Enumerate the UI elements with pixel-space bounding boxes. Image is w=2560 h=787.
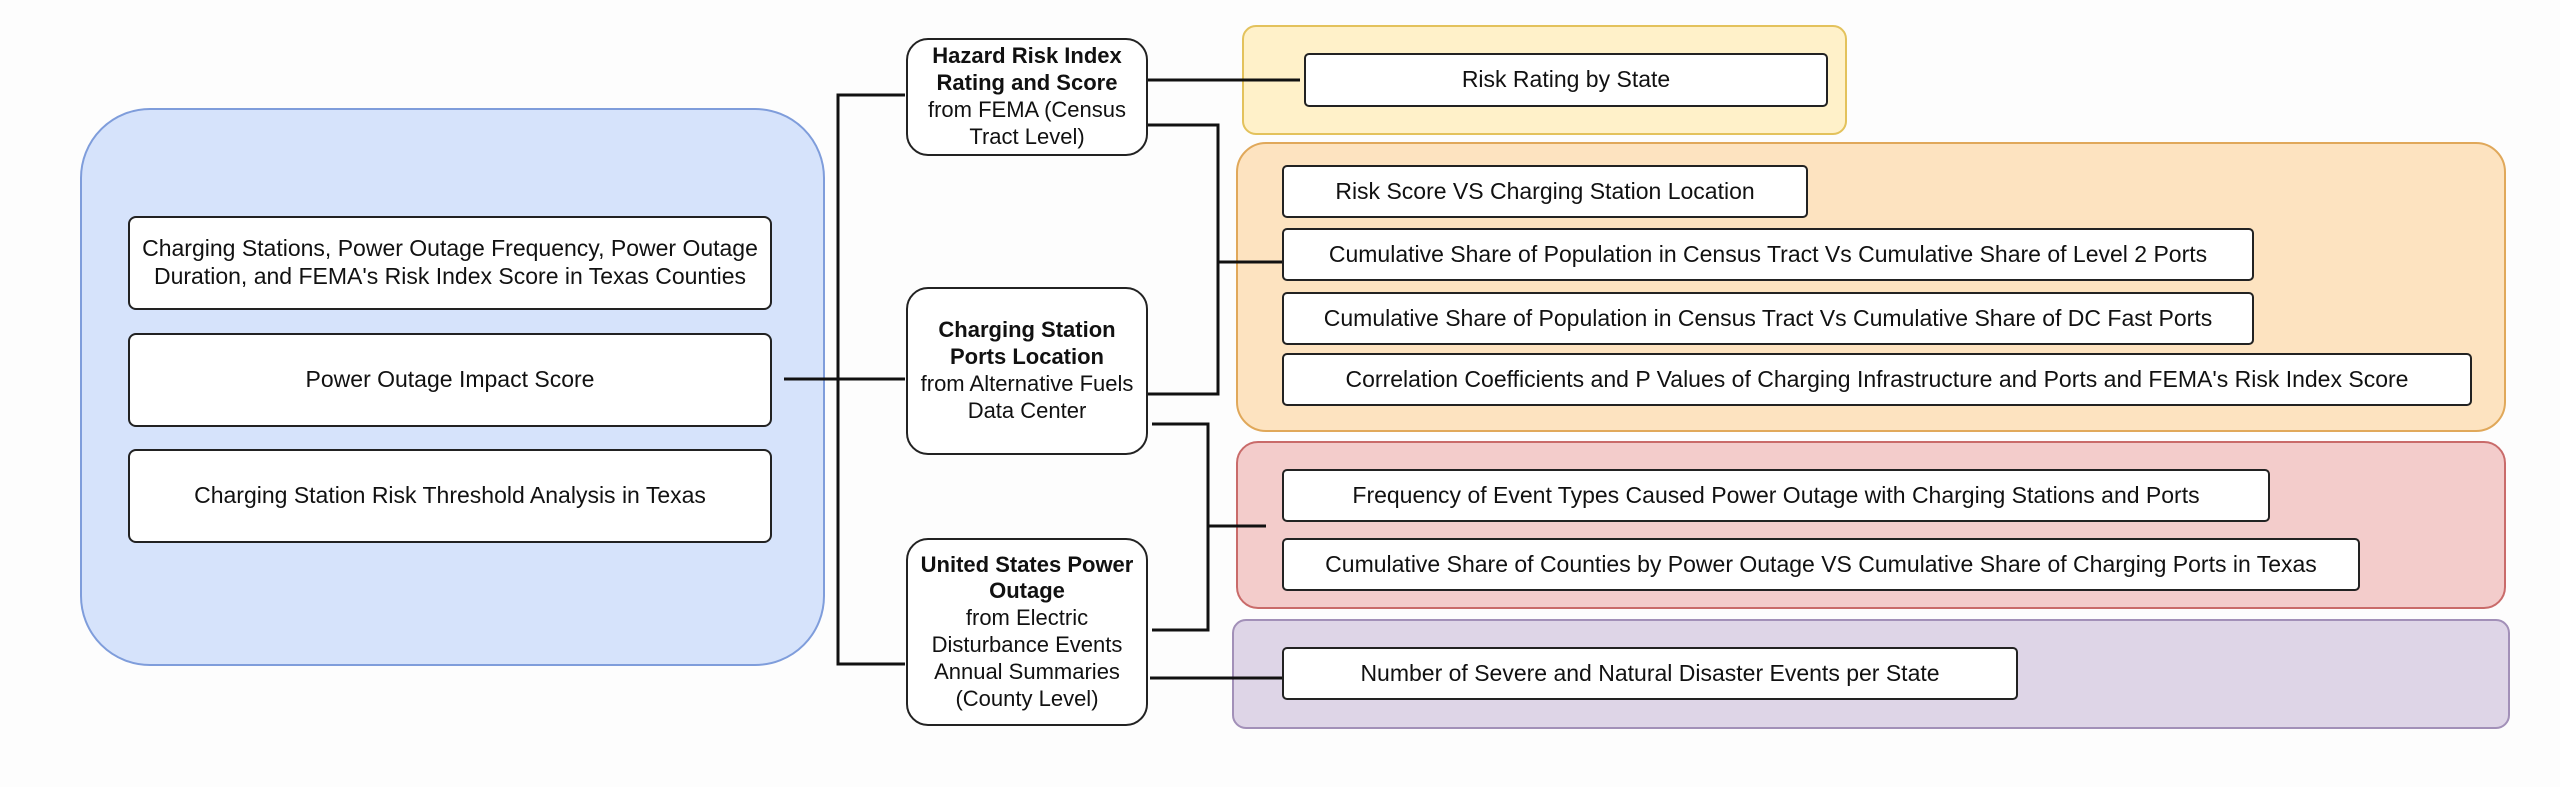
analysis-box-label: Charging Stations, Power Outage Frequenc… [142,235,758,289]
output-risk-rating-by-state: Risk Rating by State [1304,53,1828,107]
source-title: Charging Station Ports Location [938,317,1116,370]
source-title: Hazard Risk Index Rating and Score [932,43,1122,96]
analysis-box-risk-threshold: Charging Station Risk Threshold Analysis… [128,449,772,543]
output-counties-vs-ports: Cumulative Share of Counties by Power Ou… [1282,538,2360,591]
source-subtitle: from Electric Disturbance Events Annual … [931,605,1123,711]
output-risk-score-vs-location: Risk Score VS Charging Station Location [1282,165,1808,218]
connector-afdc-outage-red [1152,422,1266,632]
source-box-afdc: Charging Station Ports Location from Alt… [906,287,1148,455]
source-title: United States Power Outage [920,551,1134,604]
source-subtitle: from FEMA (Census Tract Level) [927,97,1127,149]
connector-bracket-sources [836,93,905,666]
output-event-type-frequency: Frequency of Event Types Caused Power Ou… [1282,469,2270,522]
output-label: Correlation Coefficients and P Values of… [1345,365,2409,392]
output-label: Risk Rating by State [1461,66,1671,93]
output-population-vs-dcfast: Cumulative Share of Population in Census… [1282,292,2254,345]
output-label: Frequency of Event Types Caused Power Ou… [1352,481,2200,508]
output-label: Number of Severe and Natural Disaster Ev… [1360,659,1940,686]
output-population-vs-level2: Cumulative Share of Population in Census… [1282,228,2254,281]
source-subtitle: from Alternative Fuels Data Center [920,371,1134,423]
output-label: Risk Score VS Charging Station Location [1335,177,1755,204]
analysis-box-label: Charging Station Risk Threshold Analysis… [194,482,706,509]
analysis-box-label: Power Outage Impact Score [305,366,595,393]
analysis-box-impact-score: Power Outage Impact Score [128,333,772,427]
connector-fema-afdc-orange [1148,123,1282,396]
source-box-fema: Hazard Risk Index Rating and Score from … [906,38,1148,156]
output-label: Cumulative Share of Population in Census… [1323,304,2213,331]
output-correlation-coefficients: Correlation Coefficients and P Values of… [1282,353,2472,406]
output-label: Cumulative Share of Population in Census… [1328,240,2208,267]
source-box-power-outage: United States Power Outage from Electric… [906,538,1148,726]
output-label: Cumulative Share of Counties by Power Ou… [1325,550,2317,577]
output-disaster-events-per-state: Number of Severe and Natural Disaster Ev… [1282,647,2018,700]
analysis-box-texas-counties: Charging Stations, Power Outage Frequenc… [128,216,772,310]
